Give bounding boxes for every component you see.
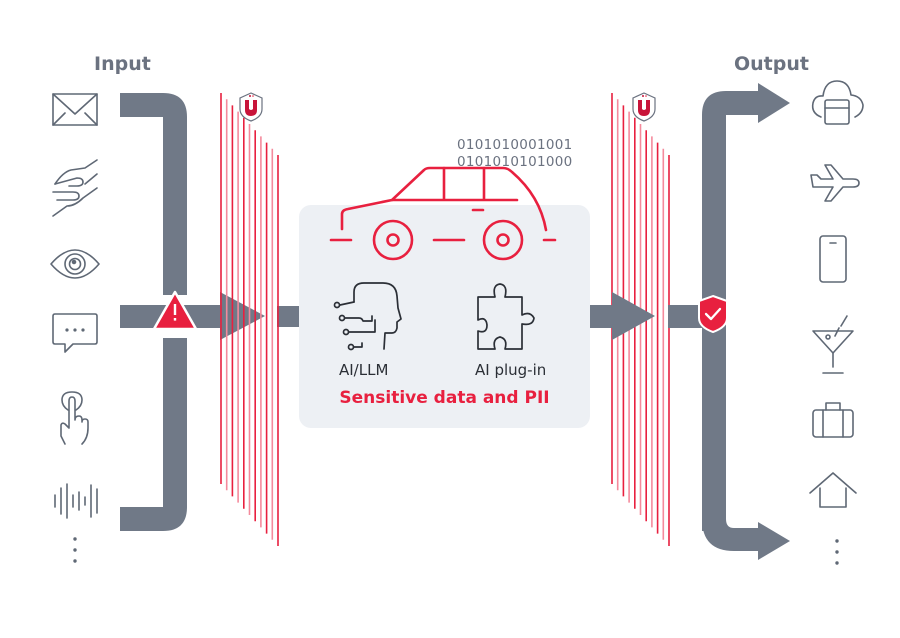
output-arrow-in — [590, 292, 655, 340]
eye-icon — [50, 249, 100, 279]
sensitive-data-caption: Sensitive data and PII — [339, 388, 550, 408]
binary-line-1: 0101010001001 — [457, 137, 573, 153]
input-pipe-bottom — [120, 338, 187, 531]
shield-check-icon — [698, 294, 728, 334]
output-pipe — [590, 83, 790, 560]
shield-logo-icon — [239, 92, 263, 122]
output-pipe-bottom — [702, 300, 790, 560]
more-dots-icon — [73, 537, 77, 563]
chat-bubble-icon — [52, 313, 98, 353]
envelope-icon — [52, 93, 98, 126]
more-dots-icon — [835, 539, 839, 565]
cloud-app-icon — [811, 80, 864, 125]
warning-icon — [152, 290, 198, 331]
firewall-right — [611, 93, 670, 546]
cocktail-icon — [812, 315, 854, 374]
firewall-left — [220, 93, 279, 546]
ai-head-icon — [333, 282, 402, 351]
sound-wave-icon — [54, 483, 98, 519]
hands-icon — [52, 159, 98, 217]
processing-panel — [299, 205, 590, 428]
smartphone-icon — [819, 235, 847, 283]
airplane-icon — [810, 164, 860, 202]
shield-logo-icon — [632, 92, 656, 122]
binary-data: 0101010001001 0101010101000 — [457, 137, 573, 171]
ai-llm-label: AI/LLM — [339, 361, 389, 379]
panel-in-connector — [277, 306, 299, 327]
house-icon — [809, 472, 857, 508]
ai-plugin-label: AI plug-in — [475, 361, 547, 379]
input-pipe-top — [120, 93, 187, 295]
input-heading: Input — [94, 53, 151, 75]
output-heading: Output — [734, 53, 809, 75]
suitcase-icon — [812, 402, 854, 438]
touch-hand-icon — [60, 391, 89, 445]
binary-line-2: 0101010101000 — [457, 154, 573, 170]
puzzle-icon — [477, 283, 535, 350]
car-icon — [329, 166, 557, 261]
